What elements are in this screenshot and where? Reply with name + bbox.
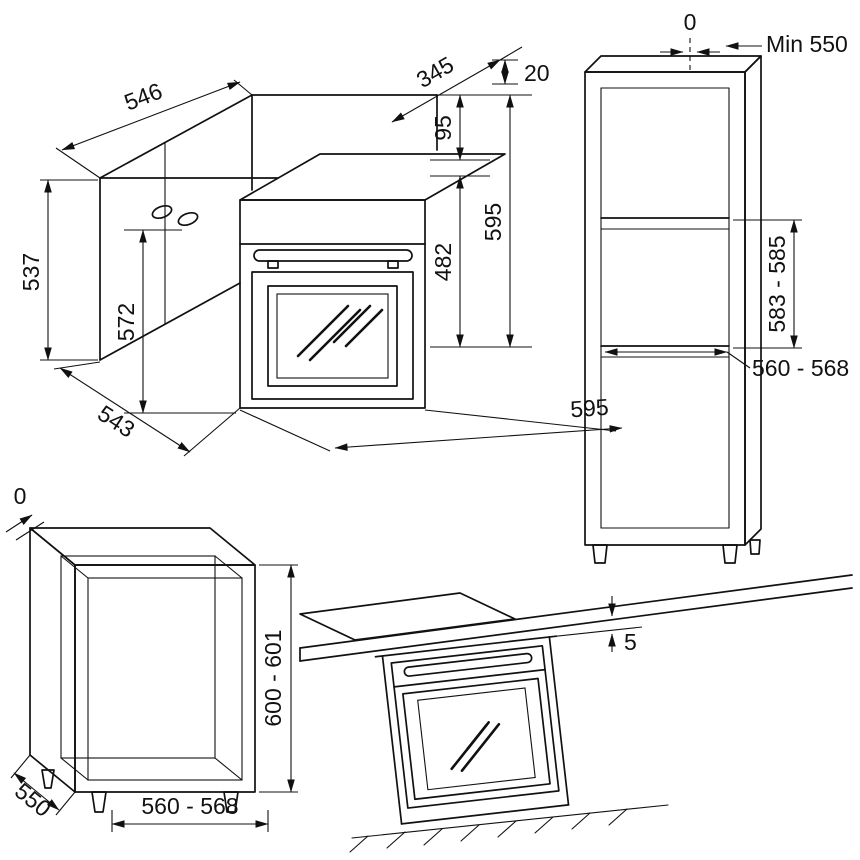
dim-label-546: 546 [121, 78, 166, 116]
cabinet-foot [749, 539, 761, 555]
dim-560-568-tall: 560 - 568 [604, 348, 849, 381]
dim-label-345: 345 [412, 51, 458, 93]
dim-546: 546 [55, 78, 253, 179]
base-unit-front [74, 564, 256, 793]
tall-unit-front [584, 71, 746, 546]
cabinet-foot [722, 544, 738, 564]
dim-label-95: 95 [430, 115, 456, 141]
oven-control-knob [177, 211, 199, 227]
oven-top-face [239, 153, 506, 201]
worktop-view: 5 [299, 574, 853, 853]
tall-unit-top-face [584, 55, 762, 73]
dim-label-20: 20 [524, 60, 550, 86]
oven-isometric-view: 546 345 20 95 482 595 [18, 46, 623, 457]
dim-583-585: 583 - 585 [733, 219, 802, 349]
cabinet-foot [223, 791, 239, 813]
floor-hatching [349, 804, 669, 853]
dim-label-595-width: 595 [569, 394, 609, 423]
dim-label-537: 537 [18, 253, 44, 291]
oven-front-face [390, 644, 560, 809]
dim-zero-gap-tall: 0 [660, 9, 720, 70]
dim-label-600-601: 600 - 601 [260, 629, 286, 726]
tall-unit-side-face [744, 55, 762, 546]
base-unit-top-face [29, 527, 256, 566]
under-counter-oven [374, 635, 570, 825]
tall-unit-view: 0 Min 550 583 - 585 560 - 568 [584, 9, 849, 564]
oven-front-face [239, 199, 426, 409]
oven-body [151, 153, 506, 409]
dim-572: 572 [113, 229, 236, 414]
dim-label-550: 550 [10, 778, 56, 822]
oven-door-handle [253, 249, 413, 262]
cabinet-foot [91, 791, 107, 813]
dim-560-568-base: 560 - 568 [111, 793, 269, 832]
dim-gap-5: 5 [548, 596, 643, 655]
dim-label-482: 482 [430, 243, 456, 281]
handle-post [267, 260, 279, 269]
dim-label-min-550: Min 550 [766, 31, 848, 57]
dim-600-601: 600 - 601 [259, 564, 298, 793]
base-unit-carcass [29, 527, 256, 813]
shelf-lower [600, 345, 730, 358]
dim-537: 537 [18, 179, 98, 361]
handle-post [387, 260, 399, 269]
dim-543: 543 [53, 361, 241, 457]
dim-label-572: 572 [113, 303, 139, 341]
oven-door [251, 271, 414, 400]
dim-label-595-height: 595 [480, 203, 506, 241]
dim-label-560-568-base: 560 - 568 [141, 793, 238, 819]
door-window [267, 285, 398, 387]
dim-95: 95 [430, 94, 490, 161]
worktop-slab [299, 574, 853, 662]
dim-20: 20 [492, 59, 550, 86]
door-window [417, 687, 536, 791]
base-unit-view: 0 600 - 601 550 560 - 568 [5, 483, 298, 832]
glass-shine [296, 304, 384, 362]
dim-label-560-568-tall: 560 - 568 [752, 355, 849, 381]
door-window-inner [276, 293, 389, 379]
cabinet-foot [592, 544, 608, 564]
oven-door [402, 677, 551, 801]
dim-595-height: 595 [437, 94, 532, 348]
tall-unit-carcass [584, 55, 762, 564]
oven-door-handle [403, 652, 533, 677]
dim-482: 482 [430, 175, 532, 348]
dim-zero-gap-base: 0 [5, 483, 45, 541]
dim-label-zero-tall: 0 [684, 9, 697, 35]
hob-outline [299, 592, 516, 641]
dim-label-583-585: 583 - 585 [764, 235, 790, 332]
dim-595-width: 595 [239, 394, 623, 452]
shelf-upper [600, 217, 730, 230]
dim-min-550: Min 550 [725, 31, 848, 57]
base-unit-side-face [29, 527, 76, 793]
dim-label-zero-base: 0 [14, 483, 27, 509]
dim-label-5: 5 [624, 629, 637, 655]
oven-control-knob [151, 204, 173, 220]
glass-shine [450, 721, 501, 773]
dim-label-543: 543 [93, 400, 139, 443]
